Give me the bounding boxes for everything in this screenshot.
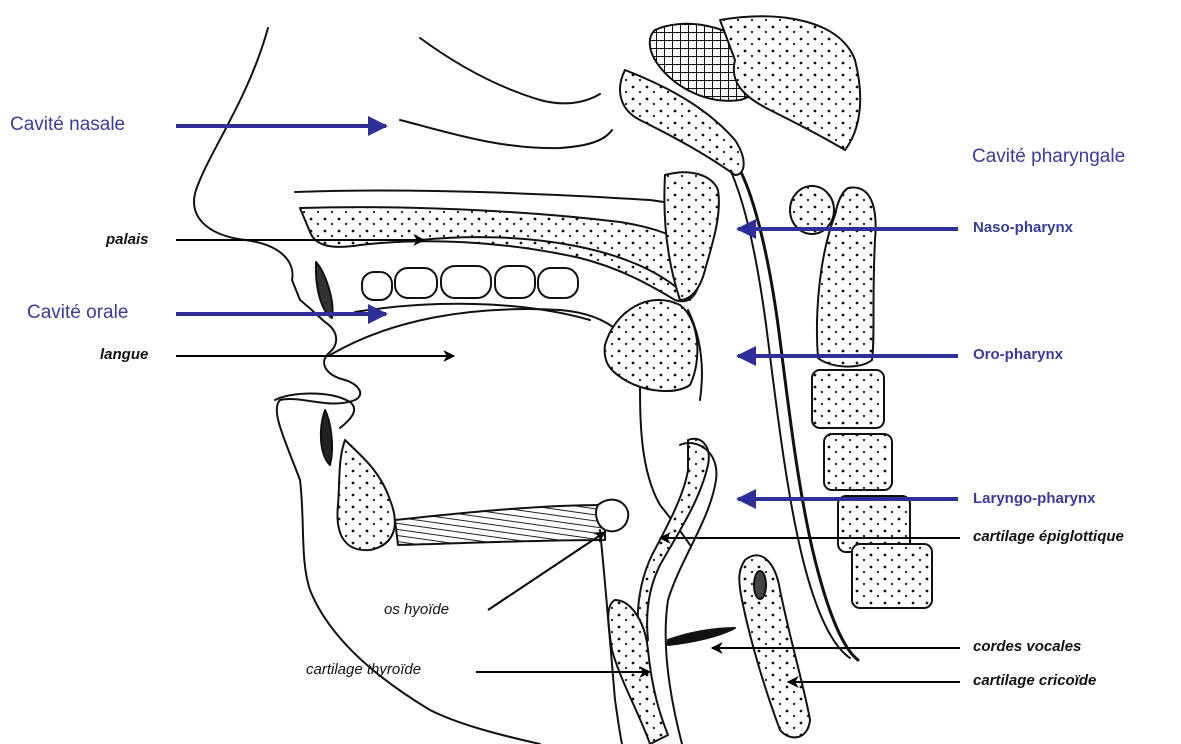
label-cartilage-thyroide: cartilage thyroïde — [306, 661, 421, 678]
label-oro-pharynx: Oro-pharynx — [973, 346, 1063, 363]
tonsil — [605, 300, 698, 391]
label-cavite-nasale: Cavité nasale — [10, 114, 125, 136]
label-os-hyoide: os hyoïde — [384, 601, 449, 618]
mandible-incisor — [321, 410, 332, 465]
arrow-os-hyoide — [488, 532, 605, 610]
cricoid-inner — [754, 571, 766, 599]
face-profile — [194, 28, 540, 744]
label-laryngo-pharynx: Laryngo-pharynx — [973, 490, 1096, 507]
label-cavite-orale: Cavité orale — [27, 302, 128, 324]
nasal-concha-1 — [420, 38, 600, 103]
cricoid-cartilage — [739, 555, 810, 737]
hyoid-bone — [596, 500, 628, 532]
label-naso-pharynx: Naso-pharynx — [973, 219, 1073, 236]
upper-incisor — [316, 262, 333, 318]
label-palais: palais — [106, 231, 149, 248]
label-cartilage-cricoide: cartilage cricoïde — [973, 672, 1096, 689]
label-cavite-pharyngale: Cavité pharyngale — [972, 146, 1125, 168]
skull-base — [720, 16, 860, 150]
epiglottis — [638, 439, 709, 650]
floor-muscle — [395, 505, 605, 545]
label-langue: langue — [100, 346, 148, 363]
nasal-concha-2 — [400, 120, 612, 148]
upper-teeth — [362, 266, 578, 300]
label-cordes-vocales: cordes vocales — [973, 638, 1081, 655]
vocal-cord — [668, 628, 735, 645]
label-cartilage-epiglottique: cartilage épiglottique — [973, 528, 1124, 545]
mandible — [337, 440, 394, 550]
